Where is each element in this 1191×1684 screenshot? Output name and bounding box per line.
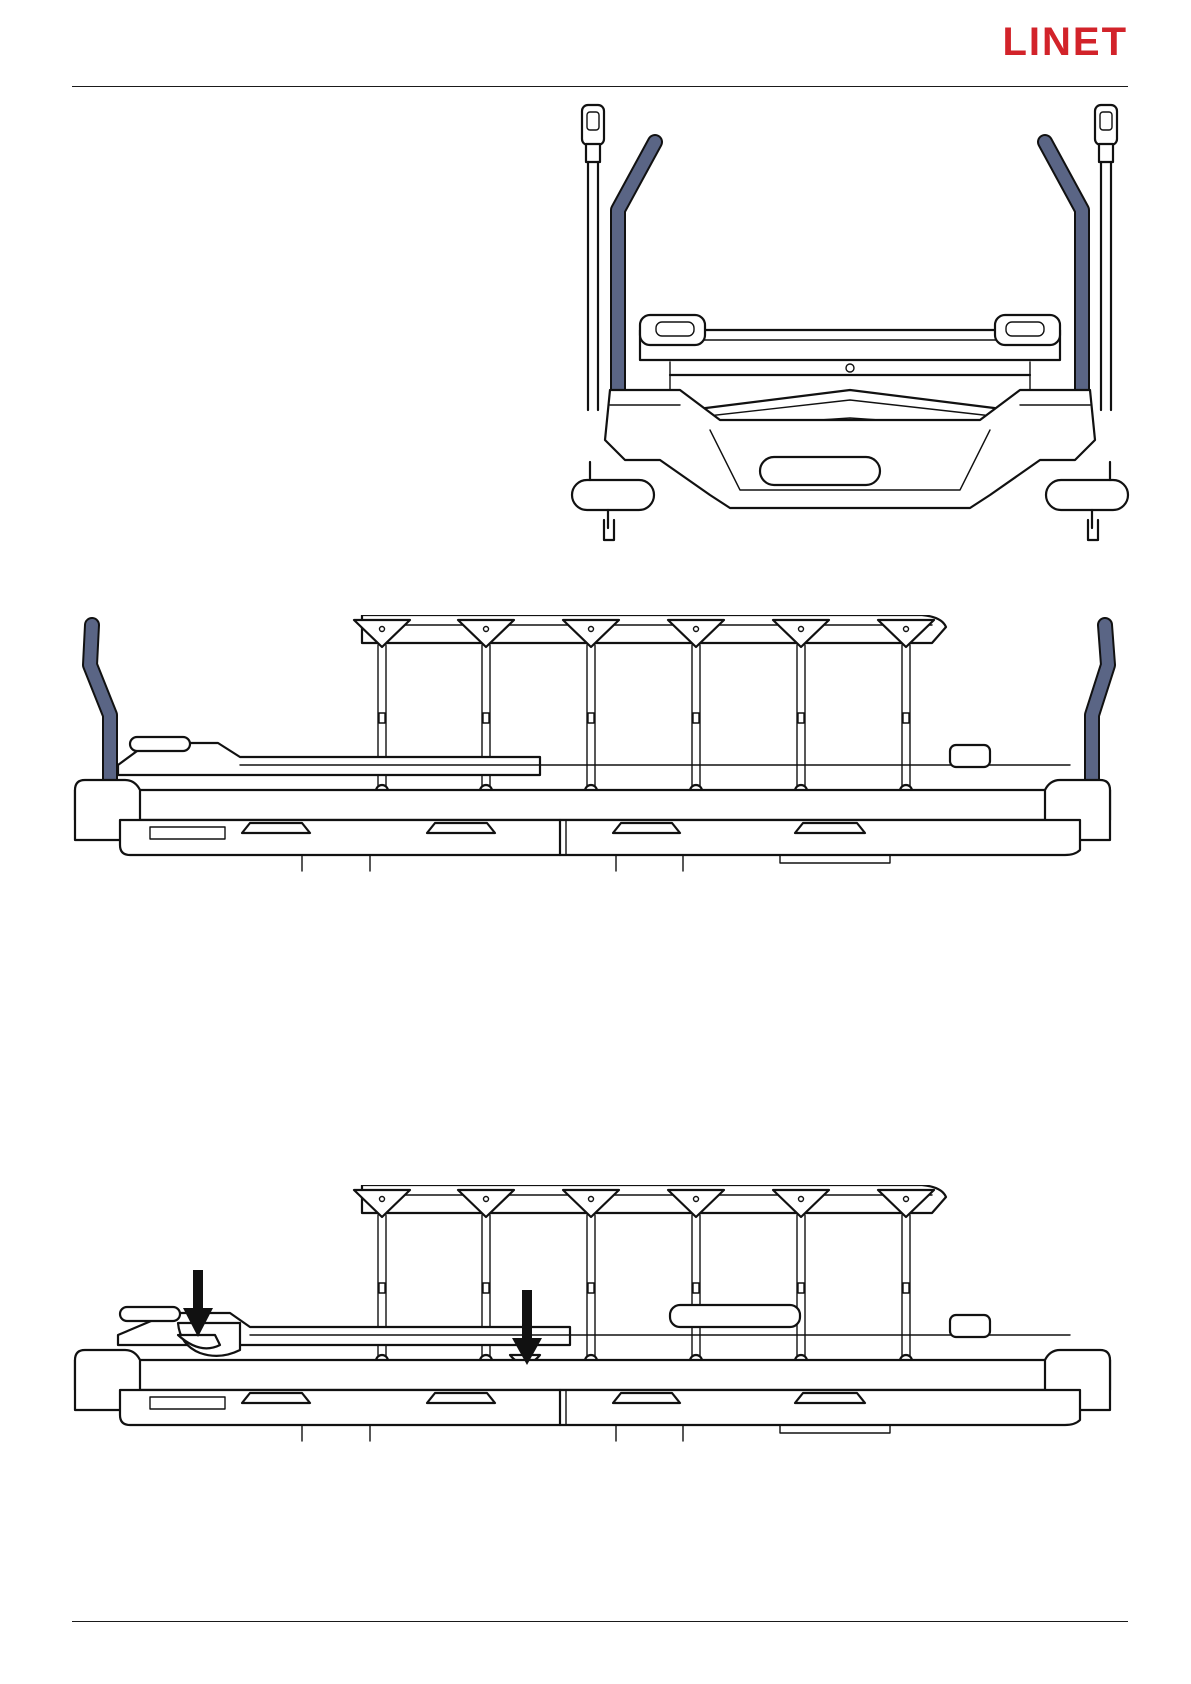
linet-logo: LINET [960, 22, 1130, 62]
footer-divider [72, 1621, 1128, 1622]
bed-side-view-illustration [70, 615, 1130, 935]
header-divider [72, 86, 1128, 87]
bed-end-view-illustration [570, 100, 1130, 560]
bed-side-view-with-arrows-illustration [70, 1185, 1130, 1505]
logo-text: LINET [1002, 22, 1128, 62]
